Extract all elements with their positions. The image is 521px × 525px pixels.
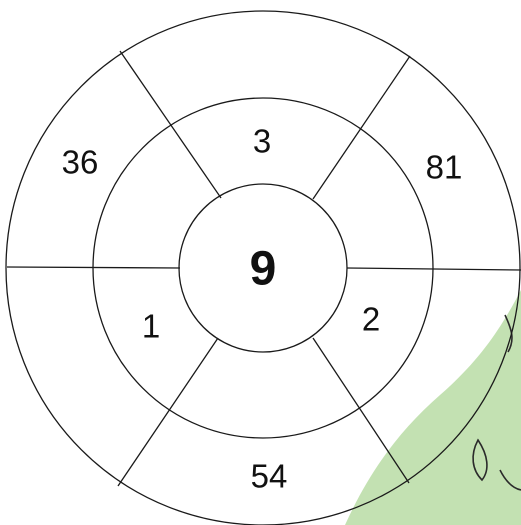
center-value: 9 bbox=[250, 243, 277, 296]
middle-right-value: 2 bbox=[362, 301, 380, 338]
divider-left-horizontal bbox=[7, 267, 180, 268]
middle-left-value: 1 bbox=[142, 308, 160, 345]
middle-top-value: 3 bbox=[253, 123, 271, 160]
outer-bottom-value: 54 bbox=[251, 458, 288, 495]
divider-lower-left bbox=[118, 338, 218, 486]
outer-upper-right-value: 81 bbox=[426, 149, 463, 186]
outer-upper-left-value: 36 bbox=[62, 144, 99, 181]
divider-right-horizontal bbox=[347, 268, 521, 270]
divider-upper-right bbox=[313, 56, 410, 199]
divider-lower-right bbox=[313, 338, 409, 483]
divider-upper-left bbox=[120, 51, 221, 198]
